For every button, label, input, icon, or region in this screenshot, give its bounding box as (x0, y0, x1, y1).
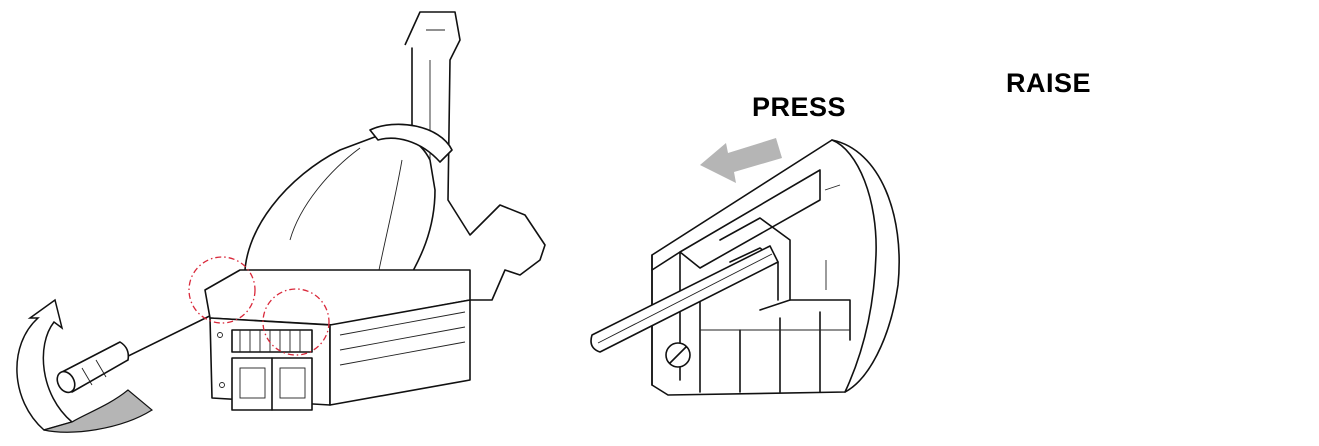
panel-press-detail (590, 138, 900, 396)
press-label: PRESS (752, 92, 847, 122)
left-arrow-icon (700, 138, 782, 183)
curved-rotate-arrow-icon (16, 298, 154, 433)
raise-label: RAISE (1006, 68, 1092, 98)
highlight-circles (188, 256, 330, 356)
connector-housing (204, 11, 546, 411)
panel-connector-with-screwdriver (16, 11, 546, 433)
latch-closeup (590, 139, 900, 396)
